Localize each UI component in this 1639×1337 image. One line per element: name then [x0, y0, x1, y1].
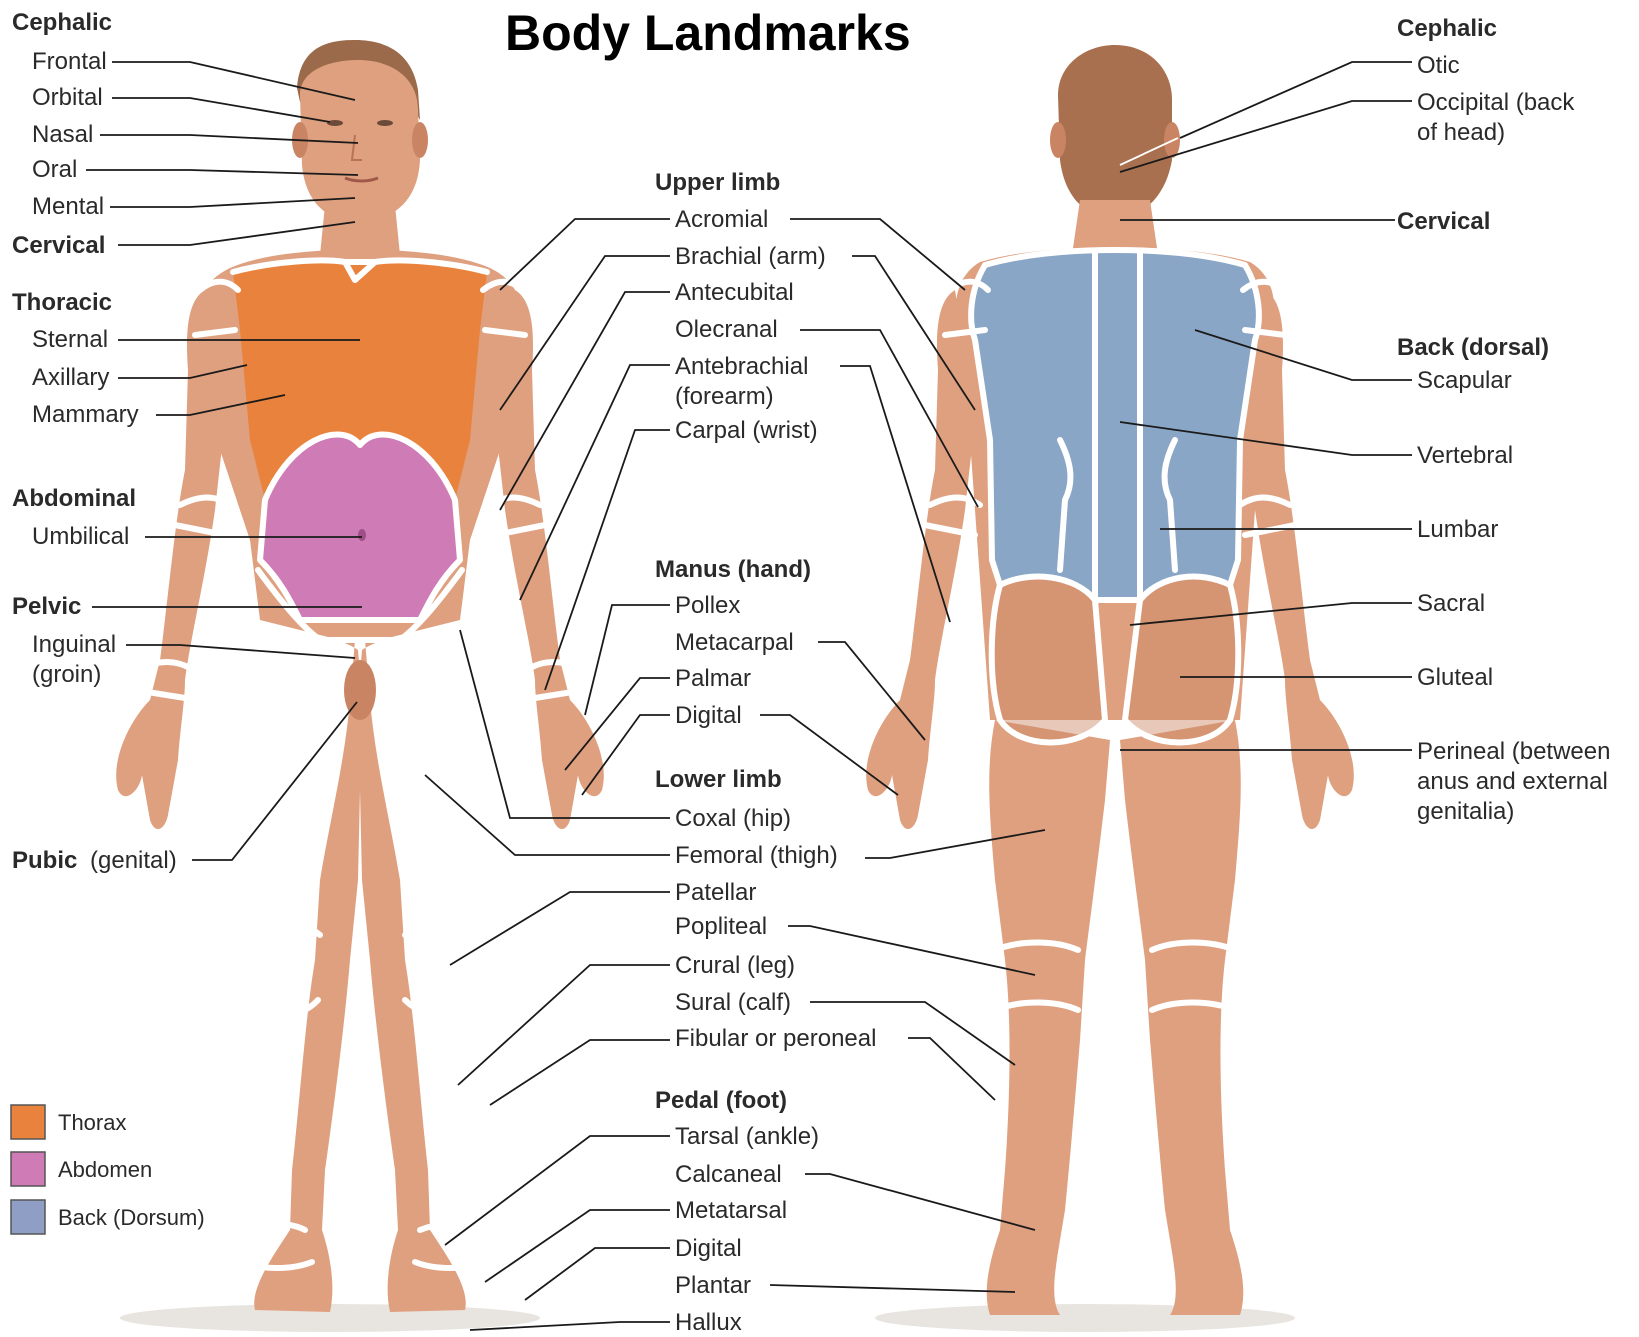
label-vertebral: Vertebral: [1417, 442, 1513, 469]
label-cephalic-posterior: Cephalic: [1397, 15, 1497, 42]
label-plantar: Plantar: [675, 1272, 751, 1299]
label-mammary: Mammary: [32, 401, 139, 428]
label-digital-hand: Digital: [675, 702, 742, 729]
label-otic: Otic: [1417, 52, 1460, 79]
label-pollex: Pollex: [675, 592, 740, 619]
label-fibular: Fibular or peroneal: [675, 1025, 876, 1052]
label-antebrachial-forearm: (forearm): [675, 383, 774, 410]
label-frontal: Frontal: [32, 48, 107, 75]
legend-swatch-abdomen: [11, 1152, 45, 1186]
label-manus: Manus (hand): [655, 556, 811, 583]
label-thoracic: Thoracic: [12, 289, 112, 316]
label-perineal-line-3: genitalia): [1417, 798, 1514, 825]
label-popliteal: Popliteal: [675, 913, 767, 940]
label-umbilical: Umbilical: [32, 523, 129, 550]
legend: Thorax Abdomen Back (Dorsum): [11, 1105, 205, 1234]
legend-label-thorax: Thorax: [58, 1110, 126, 1135]
label-pedal: Pedal (foot): [655, 1087, 787, 1114]
label-antebrachial: Antebrachial: [675, 353, 808, 380]
label-lower-limb: Lower limb: [655, 766, 782, 793]
label-abdominal: Abdominal: [12, 485, 136, 512]
label-mental: Mental: [32, 193, 104, 220]
label-metacarpal: Metacarpal: [675, 629, 794, 656]
label-occipital-back-of-head: of head): [1417, 119, 1505, 146]
label-olecranal: Olecranal: [675, 316, 778, 343]
limb-labels: Upper limb Acromial Brachial (arm) Antec…: [655, 169, 876, 1336]
label-digital-foot: Digital: [675, 1235, 742, 1262]
label-pelvic: Pelvic: [12, 593, 81, 620]
label-cervical: Cervical: [12, 232, 105, 259]
label-back-dorsal: Back (dorsal): [1397, 334, 1549, 361]
legend-swatch-thorax: [11, 1105, 45, 1139]
label-pubic-genital: (genital): [90, 847, 177, 874]
label-perineal-line-2: anus and external: [1417, 768, 1608, 795]
label-lumbar: Lumbar: [1417, 516, 1498, 543]
posterior-labels: Cephalic Otic Occipital (back of head) C…: [1397, 15, 1610, 825]
label-gluteal: Gluteal: [1417, 664, 1493, 691]
label-acromial: Acromial: [675, 206, 768, 233]
legend-label-abdomen: Abdomen: [58, 1157, 152, 1182]
label-axillary: Axillary: [32, 364, 109, 391]
label-brachial: Brachial (arm): [675, 243, 826, 270]
label-hallux: Hallux: [675, 1309, 742, 1336]
label-oral: Oral: [32, 156, 77, 183]
label-tarsal: Tarsal (ankle): [675, 1123, 819, 1150]
label-metatarsal: Metatarsal: [675, 1197, 787, 1224]
label-occipital: Occipital (back: [1417, 89, 1575, 116]
label-crural: Crural (leg): [675, 952, 795, 979]
label-sacral: Sacral: [1417, 590, 1485, 617]
label-pubic: Pubic: [12, 847, 77, 874]
label-patellar: Patellar: [675, 879, 756, 906]
label-sternal: Sternal: [32, 326, 108, 353]
label-femoral: Femoral (thigh): [675, 842, 838, 869]
label-antecubital: Antecubital: [675, 279, 794, 306]
label-sural: Sural (calf): [675, 989, 791, 1016]
label-orbital: Orbital: [32, 84, 103, 111]
label-coxal: Coxal (hip): [675, 805, 791, 832]
label-scapular: Scapular: [1417, 367, 1512, 394]
label-upper-limb: Upper limb: [655, 169, 780, 196]
label-nasal: Nasal: [32, 121, 93, 148]
label-palmar: Palmar: [675, 665, 751, 692]
diagram-title: Body Landmarks: [505, 5, 911, 61]
label-inguinal-groin: (groin): [32, 661, 101, 688]
legend-swatch-back: [11, 1200, 45, 1234]
label-carpal: Carpal (wrist): [675, 417, 818, 444]
label-calcaneal: Calcaneal: [675, 1161, 782, 1188]
legend-label-back: Back (Dorsum): [58, 1205, 205, 1230]
label-cervical-posterior: Cervical: [1397, 208, 1490, 235]
label-inguinal: Inguinal: [32, 631, 116, 658]
anterior-figure: [116, 40, 604, 1332]
label-perineal: Perineal (between: [1417, 738, 1610, 765]
posterior-figure: [866, 45, 1354, 1332]
label-cephalic: Cephalic: [12, 9, 112, 36]
